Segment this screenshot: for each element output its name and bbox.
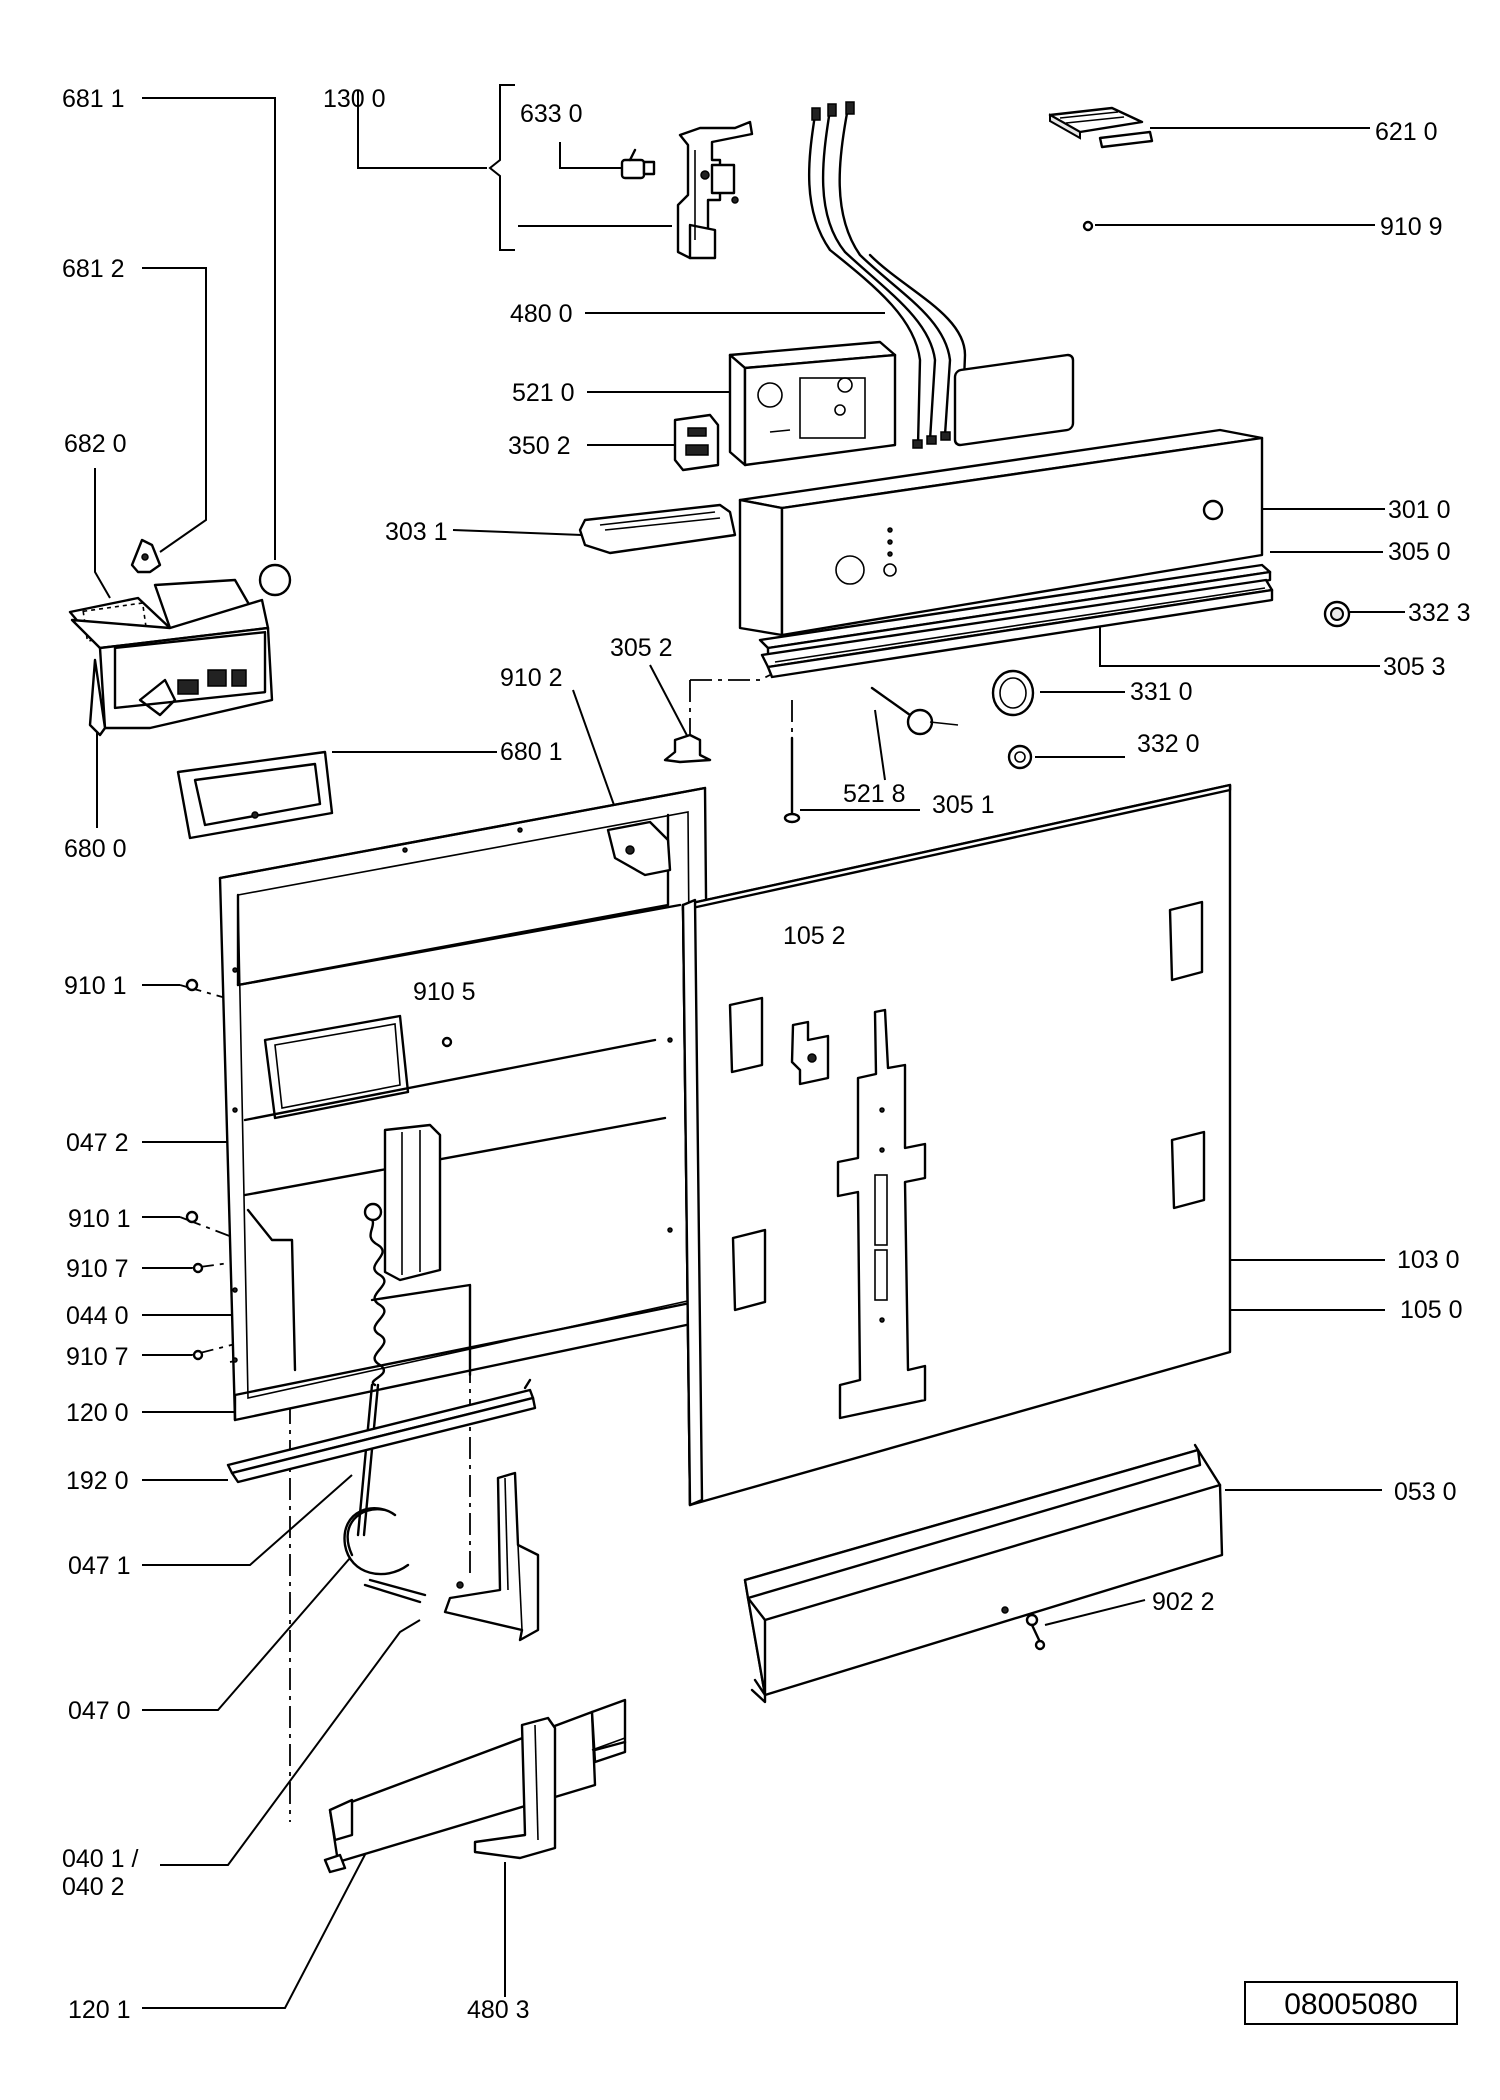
hinge-bracket [443, 1471, 540, 1642]
label-480-0: 480 0 [510, 300, 573, 328]
label-910-1-lower: 910 1 [68, 1205, 131, 1233]
door-spring [356, 1202, 386, 1537]
label-350-2: 350 2 [508, 432, 571, 460]
door-handle [578, 503, 737, 555]
label-480-3: 480 3 [467, 1996, 530, 2024]
knob-332-3 [1323, 600, 1351, 628]
part-labels: 681 1 130 0 633 0 621 0 910 9 681 2 480 … [62, 85, 1471, 2024]
screw-910-9 [1082, 220, 1094, 232]
label-332-3: 332 3 [1408, 599, 1471, 627]
door-strip [226, 1378, 537, 1484]
label-331-0: 331 0 [1130, 678, 1193, 706]
connector-621 [1048, 106, 1154, 149]
detergent-dispenser [68, 538, 292, 737]
label-681-2: 681 2 [62, 255, 125, 283]
label-192-0: 192 0 [66, 1467, 129, 1495]
label-105-0: 105 0 [1400, 1296, 1463, 1324]
outer-door-panel [681, 783, 1232, 1507]
label-040-2: 040 2 [62, 1873, 125, 1901]
control-panel [738, 353, 1264, 637]
label-910-9: 910 9 [1380, 213, 1443, 241]
label-303-1: 303 1 [385, 518, 448, 546]
label-305-0: 305 0 [1388, 538, 1451, 566]
label-902-2: 902 2 [1152, 1588, 1215, 1616]
label-680-0: 680 0 [64, 835, 127, 863]
label-130-0: 130 0 [323, 85, 386, 113]
label-910-7-lower: 910 7 [66, 1343, 129, 1371]
label-040-1: 040 1 / [62, 1845, 139, 1873]
label-120-0: 120 0 [66, 1399, 129, 1427]
component-521-8 [870, 686, 959, 736]
screw-305-1 [783, 736, 801, 824]
label-910-7-upper: 910 7 [66, 1255, 129, 1283]
hinge-lever [343, 1507, 427, 1604]
label-047-0: 047 0 [68, 1697, 131, 1725]
door-latch [676, 120, 754, 260]
button-331 [991, 669, 1035, 717]
label-910-1-upper: 910 1 [64, 972, 127, 1000]
rail-305-3 [760, 578, 1274, 679]
label-521-8: 521 8 [843, 780, 906, 808]
label-120-1: 120 1 [68, 1996, 131, 2024]
leader-lines [94, 84, 1405, 2009]
label-105-2: 105 2 [783, 922, 846, 950]
label-681-1: 681 1 [62, 85, 125, 113]
label-910-2: 910 2 [500, 664, 563, 692]
screw-902-2 [1025, 1613, 1046, 1651]
label-621-0: 621 0 [1375, 118, 1438, 146]
label-301-0: 301 0 [1388, 496, 1451, 524]
wire-harness [807, 101, 968, 449]
label-053-0: 053 0 [1394, 1478, 1457, 1506]
screws-left [185, 978, 453, 1361]
clip-305-2 [663, 733, 712, 764]
label-305-1: 305 1 [932, 791, 995, 819]
label-910-5: 910 5 [413, 978, 476, 1006]
label-682-0: 682 0 [64, 430, 127, 458]
label-047-2: 047 2 [66, 1129, 129, 1157]
kick-plate [743, 1443, 1224, 1704]
label-680-1: 680 1 [500, 738, 563, 766]
control-module [728, 340, 897, 467]
drawing-number-box: 08005080 [1244, 1981, 1458, 2025]
label-305-3: 305 3 [1383, 653, 1446, 681]
selector-350 [673, 413, 720, 472]
dispenser-gasket [176, 750, 334, 840]
label-103-0: 103 0 [1397, 1246, 1460, 1274]
bracket-480-3 [473, 1716, 557, 1860]
inner-door-panel [218, 786, 712, 1422]
label-332-0: 332 0 [1137, 730, 1200, 758]
label-521-0: 521 0 [512, 379, 575, 407]
switch-633 [620, 148, 656, 180]
label-047-1: 047 1 [68, 1552, 131, 1580]
label-044-0: 044 0 [66, 1302, 129, 1330]
label-633-0: 633 0 [520, 100, 583, 128]
drawing-number: 08005080 [1284, 1988, 1417, 2021]
knob-332-0 [1007, 744, 1033, 770]
label-305-2: 305 2 [610, 634, 673, 662]
